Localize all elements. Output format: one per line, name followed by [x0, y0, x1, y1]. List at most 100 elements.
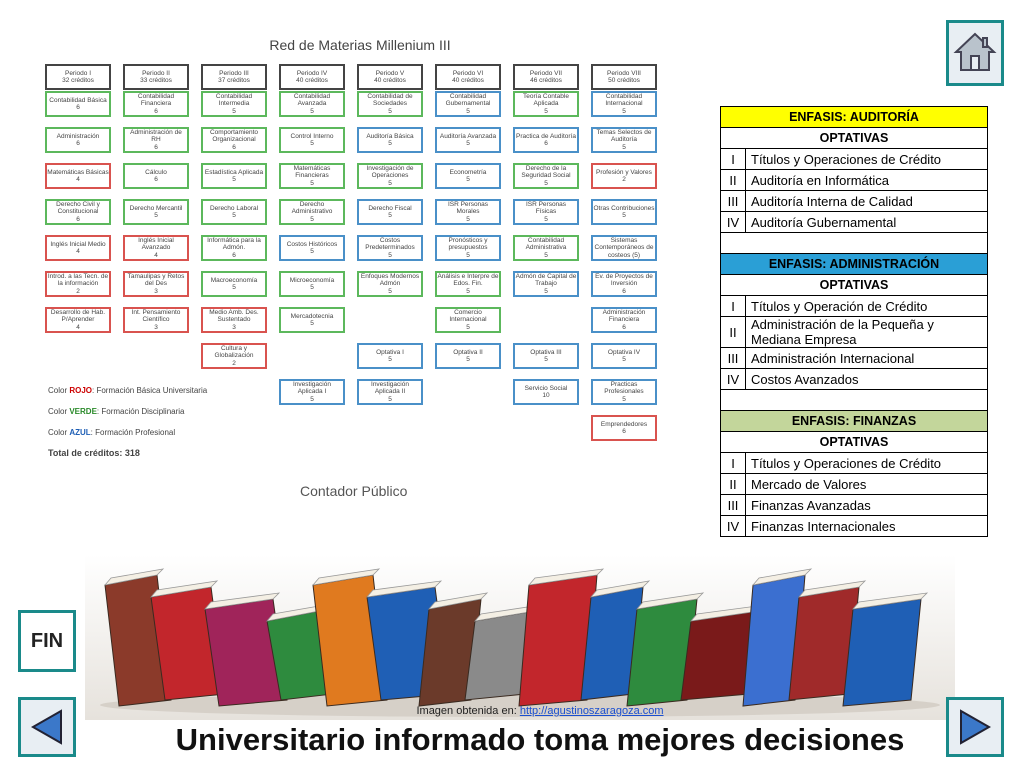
course-name: Finanzas Internacionales [745, 515, 988, 537]
row-number: III [720, 494, 746, 516]
row-number: IV [720, 211, 746, 233]
home-icon [953, 32, 997, 71]
emphasis-title: ENFASIS: FINANZAS [720, 410, 988, 432]
course-name: Auditoría Gubernamental [745, 211, 988, 233]
row-number: III [720, 190, 746, 212]
credit-link[interactable]: http://agustinoszaragoza.com [519, 705, 664, 717]
course-name: Finanzas Avanzadas [745, 494, 988, 516]
course-name: Títulos y Operaciones de Crédito [745, 452, 988, 474]
row-number: II [720, 169, 746, 191]
course-name: Títulos y Operaciones de Crédito [745, 148, 988, 170]
course-name: Administración de la Pequeña y Mediana E… [745, 316, 988, 348]
course-name: Mercado de Valores [745, 473, 988, 495]
next-button[interactable] [946, 697, 1004, 757]
image-credit: Imagen obtenida en: http://agustinoszara… [416, 705, 664, 717]
row-number: IV [720, 368, 746, 390]
row-number: II [720, 316, 746, 348]
legend-rojo: Color ROJO: Formación Básica Universitar… [48, 386, 208, 395]
arrow-left-icon [30, 709, 62, 745]
headline: Universitario informado toma mejores dec… [175, 722, 905, 757]
emphasis-title: ENFASIS: AUDITORÍA [720, 106, 988, 128]
subject-cell: Sistemas Contemporáneos de costeos (5) [591, 235, 657, 261]
total-credits: Total de créditos: 318 [48, 448, 140, 458]
optativas-label: OPTATIVAS [720, 127, 988, 149]
course-name: Títulos y Operación de Crédito [745, 295, 988, 317]
prev-button[interactable] [18, 697, 76, 757]
row-number: I [720, 148, 746, 170]
fin-button[interactable]: FIN [18, 610, 76, 672]
home-button[interactable] [946, 20, 1004, 86]
optativas-label: OPTATIVAS [720, 431, 988, 453]
subject-cell: Informática para la Admón.6 [201, 235, 267, 261]
course-name: Auditoría Interna de Calidad [745, 190, 988, 212]
row-number: I [720, 295, 746, 317]
map-title: Red de Materias Millenium III [269, 37, 451, 53]
color-legend: Color ROJO: Formación Básica Universitar… [48, 380, 207, 464]
course-name: Costos Avanzados [745, 368, 988, 390]
books-illustration [85, 555, 955, 720]
